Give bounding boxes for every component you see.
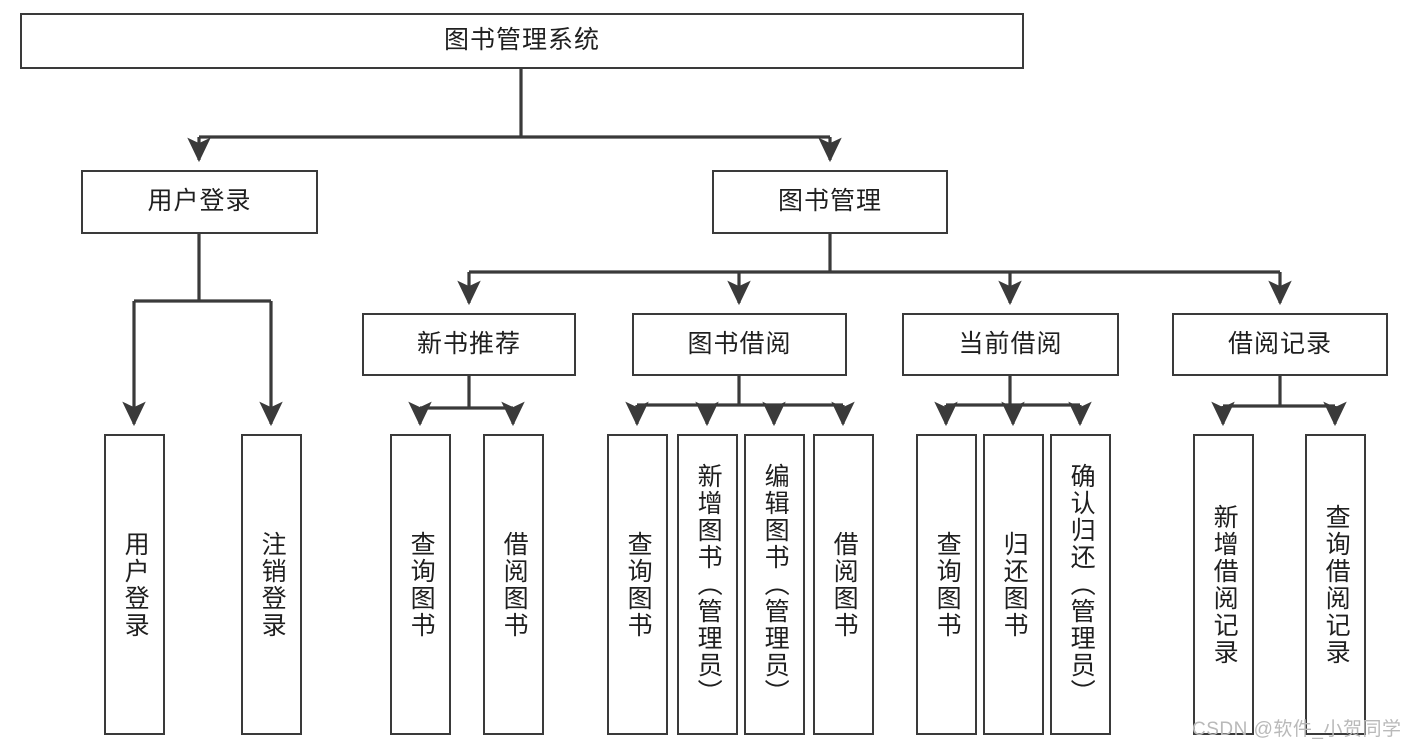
node-user-login[interactable]: 用户登录 [81, 170, 318, 234]
leaf-book-borrow-add[interactable]: 新增图书（管理员） [677, 434, 738, 735]
node-label: 查询图书 [624, 530, 653, 639]
node-label: 借阅图书 [500, 530, 529, 639]
node-label: 查询借阅记录 [1322, 503, 1351, 666]
leaf-current-borrow-query[interactable]: 查询图书 [916, 434, 977, 735]
node-label: 新书推荐 [416, 329, 521, 358]
node-label: 确认归还（管理员） [1067, 463, 1096, 706]
node-label: 当前借阅 [958, 329, 1063, 358]
leaf-borrow-record-add[interactable]: 新增借阅记录 [1193, 434, 1254, 735]
node-label: 借阅图书 [830, 530, 859, 639]
node-root-system[interactable]: 图书管理系统 [20, 13, 1024, 69]
leaf-current-borrow-confirm-return[interactable]: 确认归还（管理员） [1050, 434, 1111, 735]
node-label: 注销登录 [258, 530, 287, 639]
node-label: 编辑图书（管理员） [761, 463, 790, 706]
leaf-user-login-login[interactable]: 用户登录 [104, 434, 165, 735]
node-book-borrow[interactable]: 图书借阅 [632, 313, 847, 376]
leaf-book-borrow-query[interactable]: 查询图书 [607, 434, 668, 735]
node-label: 图书管理 [777, 187, 882, 216]
leaf-book-borrow-borrow[interactable]: 借阅图书 [813, 434, 874, 735]
leaf-new-book-query[interactable]: 查询图书 [390, 434, 451, 735]
node-current-borrow[interactable]: 当前借阅 [902, 313, 1119, 376]
node-label: 新增借阅记录 [1210, 503, 1239, 666]
node-label: 查询图书 [933, 530, 962, 639]
leaf-user-login-logout[interactable]: 注销登录 [241, 434, 302, 735]
node-label: 图书管理系统 [443, 26, 600, 55]
node-label: 查询图书 [407, 530, 436, 639]
node-label: 图书借阅 [687, 329, 792, 358]
node-new-book-recommend[interactable]: 新书推荐 [362, 313, 576, 376]
node-label: 用户登录 [147, 187, 252, 216]
node-label: 归还图书 [1000, 530, 1029, 639]
node-label: 借阅记录 [1227, 329, 1332, 358]
leaf-borrow-record-query[interactable]: 查询借阅记录 [1305, 434, 1366, 735]
node-book-management[interactable]: 图书管理 [712, 170, 948, 234]
node-label: 新增图书（管理员） [694, 463, 723, 706]
node-label: 用户登录 [121, 530, 150, 639]
leaf-book-borrow-edit[interactable]: 编辑图书（管理员） [744, 434, 805, 735]
csdn-watermark: CSDN @软件_小贺同学 [1192, 719, 1402, 740]
leaf-new-book-borrow[interactable]: 借阅图书 [483, 434, 544, 735]
node-borrow-record[interactable]: 借阅记录 [1172, 313, 1388, 376]
leaf-current-borrow-return[interactable]: 归还图书 [983, 434, 1044, 735]
